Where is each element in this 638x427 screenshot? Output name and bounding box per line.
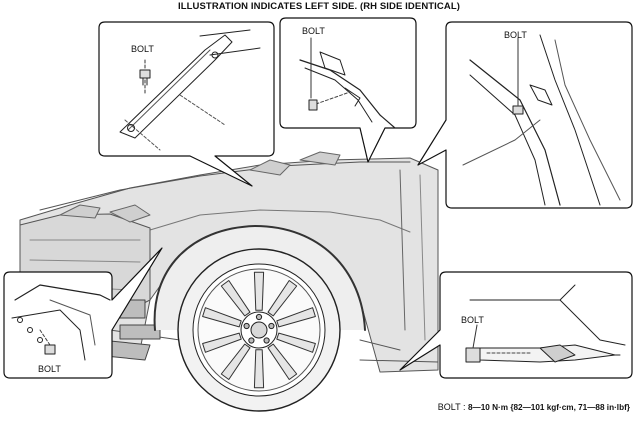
lug-nut [268, 322, 275, 330]
torque-spec: BOLT : 8—10 N·m {82—101 kgf·cm, 71—88 in… [438, 402, 630, 412]
wheel-spoke [253, 349, 265, 389]
callout-label-bolt-upper-left: BOLT [131, 44, 154, 54]
callout-upper-left [98, 21, 275, 187]
callout-lower-right [399, 271, 633, 379]
callout-upper-middle [279, 17, 417, 163]
wheel-spoke [253, 271, 265, 311]
callout-label-bolt-upper-middle: BOLT [302, 26, 325, 36]
wheel-spoke [220, 280, 251, 317]
torque-spec-label: BOLT : [437, 402, 466, 412]
lug-nut [248, 337, 255, 344]
wheel-spoke [202, 307, 242, 328]
illustration-title: ILLUSTRATION INDICATES LEFT SIDE. (RH SI… [177, 1, 461, 12]
callout-label-bolt-upper-right: BOLT [504, 30, 527, 40]
front-wheel [153, 225, 366, 412]
wheel-spoke [220, 343, 251, 380]
torque-spec-value: 8—10 N·m {82—101 kgf·cm, 71—88 in·lbf} [468, 403, 630, 412]
wheel-spoke [276, 307, 316, 328]
callout-upper-right [417, 21, 633, 209]
wheel-spoke [267, 343, 298, 380]
callout-label-bolt-lower-left: BOLT [38, 364, 61, 374]
wheel-spoke [267, 280, 298, 317]
wheel-spoke [202, 332, 242, 353]
wheel-spoke [276, 332, 316, 353]
lug-nut [263, 337, 270, 344]
callout-lower-left [3, 247, 163, 379]
callout-label-bolt-lower-right: BOLT [461, 315, 484, 325]
lug-nut [255, 313, 263, 321]
lug-nut [243, 322, 250, 330]
